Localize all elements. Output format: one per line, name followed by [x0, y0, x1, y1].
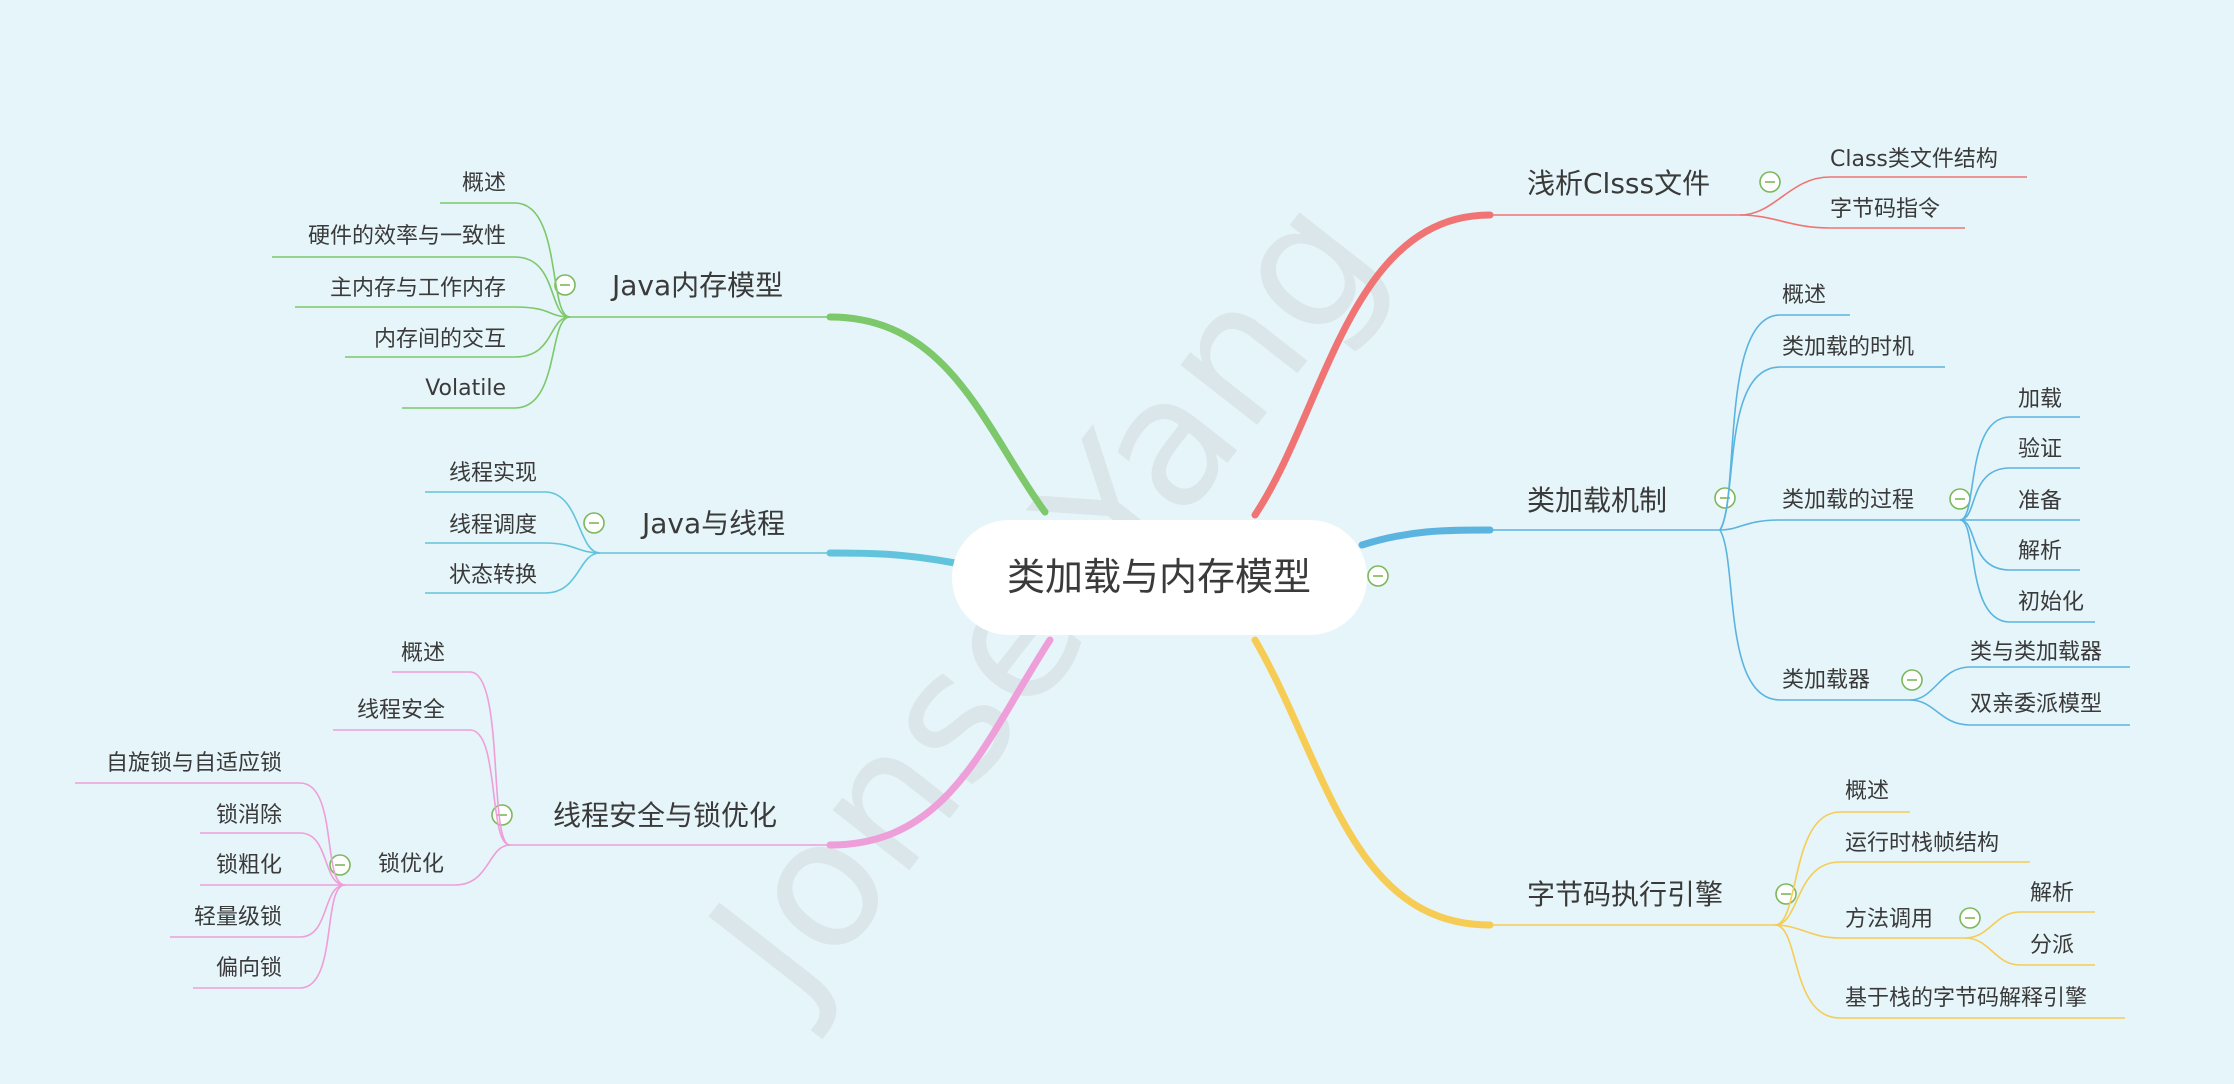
main-edge-thread-safety: [826, 636, 1054, 849]
branch-label-thread-safety[interactable]: 线程安全与锁优化: [553, 799, 777, 832]
leaf-cl-parent-delegation[interactable]: 双亲委派模型: [1970, 692, 2102, 717]
leaf-be-resolve[interactable]: 解析: [2030, 881, 2074, 906]
edge-ts-biased: [193, 884, 346, 989]
leaf-ts-eliminate[interactable]: 锁消除: [216, 803, 282, 828]
leaf-cl-init[interactable]: 初始化: [2018, 590, 2084, 615]
leaf-threads-schedule[interactable]: 线程调度: [449, 513, 537, 538]
leaf-be-frame[interactable]: 运行时栈帧结构: [1845, 831, 1999, 856]
leaf-ts-overview[interactable]: 概述: [401, 641, 445, 666]
leaf-cl-timing[interactable]: 类加载的时机: [1782, 335, 1914, 360]
edge-jmm-hardware: [272, 256, 571, 318]
edge-threads-schedule: [425, 542, 601, 554]
leaf-ts-biased[interactable]: 偏向锁: [216, 956, 282, 981]
branch-threads: Java与线程 线程实现 线程调度 状态转换: [425, 461, 959, 594]
collapse-toggle-be-invoke[interactable]: [1959, 907, 1981, 929]
edge-ts-spin: [75, 782, 346, 886]
main-edge-class-file: [1251, 211, 1494, 519]
branch-label-class-file[interactable]: 浅析Clsss文件: [1527, 167, 1710, 200]
branch-jmm: Java内存模型 概述 硬件的效率与一致性 主内存与工作内存 内存间的交互 Vo…: [272, 171, 1049, 516]
edge-cl-process: [1719, 519, 1960, 531]
leaf-class-file-structure[interactable]: Class类文件结构: [1830, 147, 1998, 172]
leaf-cl-resolve[interactable]: 解析: [2018, 539, 2062, 564]
branch-label-jmm[interactable]: Java内存模型: [610, 269, 783, 302]
edge-jmm-interaction: [345, 316, 571, 358]
edge-class-file-structure: [1739, 176, 2027, 216]
leaf-threads-state[interactable]: 状态转换: [449, 563, 537, 588]
edge-cl-class-and-loader: [1909, 666, 2130, 701]
leaf-jmm-hardware[interactable]: 硬件的效率与一致性: [308, 224, 506, 249]
collapse-toggle-class-loading[interactable]: [1714, 487, 1736, 509]
leaf-cl-load[interactable]: 加载: [2018, 387, 2062, 412]
leaf-jmm-volatile[interactable]: Volatile: [425, 376, 506, 401]
leaf-cl-class-and-loader[interactable]: 类与类加载器: [1970, 640, 2102, 665]
collapse-toggle-class-file[interactable]: [1759, 171, 1781, 193]
edge-cl-loader: [1719, 529, 1910, 701]
collapse-toggle-root[interactable]: [1367, 565, 1389, 587]
edge-threads-impl: [425, 491, 601, 554]
edge-ts-lock-opt: [345, 844, 511, 886]
main-edge-bytecode-engine: [1251, 636, 1494, 929]
leaf-be-interp[interactable]: 基于栈的字节码解释引擎: [1845, 986, 2087, 1011]
edge-jmm-main-memory: [295, 306, 571, 318]
edge-cl-resolve: [1959, 519, 2080, 571]
branch-label-threads[interactable]: Java与线程: [640, 507, 785, 540]
node-cl-process[interactable]: 类加载的过程: [1782, 488, 1914, 513]
main-edge-threads: [826, 549, 959, 567]
root-label: 类加载与内存模型: [1007, 555, 1311, 599]
leaf-cl-verify[interactable]: 验证: [2018, 437, 2062, 462]
main-edge-class-loading: [1358, 526, 1494, 549]
leaf-be-overview[interactable]: 概述: [1845, 779, 1889, 804]
edge-be-overview: [1774, 811, 1910, 926]
edge-ts-lightweight: [170, 884, 346, 938]
leaf-cl-prepare[interactable]: 准备: [2018, 489, 2062, 514]
node-ts-lock-opt[interactable]: 锁优化: [378, 852, 444, 877]
edge-be-dispatch: [1964, 937, 2095, 966]
leaf-bytecode-instructions[interactable]: 字节码指令: [1830, 197, 1940, 222]
edge-jmm-volatile: [402, 316, 571, 409]
edge-cl-verify: [1959, 467, 2080, 521]
edge-ts-safety: [333, 729, 511, 846]
edge-bytecode-instructions: [1739, 214, 1965, 229]
edge-be-frame: [1774, 861, 2030, 926]
branch-class-file: 浅析Clsss文件 Class类文件结构 字节码指令: [1251, 147, 2027, 519]
leaf-jmm-overview[interactable]: 概述: [462, 171, 506, 196]
leaf-be-dispatch[interactable]: 分派: [2030, 933, 2074, 958]
edge-be-resolve: [1964, 911, 2095, 939]
edge-cl-init: [1959, 519, 2095, 623]
branch-label-bytecode-engine[interactable]: 字节码执行引擎: [1527, 878, 1723, 911]
branch-class-loading: 类加载机制 概述 类加载的时机 类加载的过程 加载 验证 准备 解析 初始化 类…: [1358, 283, 2130, 726]
edge-ts-overview: [392, 671, 511, 846]
edge-be-interp: [1774, 924, 2125, 1019]
branch-bytecode-engine: 字节码执行引擎 概述 运行时栈帧结构 方法调用 解析 分派 基于栈的字节码解释引…: [1251, 636, 2125, 1019]
leaf-jmm-main-memory[interactable]: 主内存与工作内存: [330, 276, 506, 301]
node-be-invoke[interactable]: 方法调用: [1845, 907, 1933, 932]
edge-jmm-overview: [440, 202, 571, 318]
edge-be-invoke: [1774, 924, 1965, 939]
leaf-ts-coarsen[interactable]: 锁粗化: [216, 853, 282, 878]
collapse-toggle-cl-loader[interactable]: [1901, 669, 1923, 691]
edge-threads-state: [425, 552, 601, 594]
branch-label-class-loading[interactable]: 类加载机制: [1527, 484, 1667, 517]
leaf-ts-spin[interactable]: 自旋锁与自适应锁: [106, 751, 282, 776]
collapse-toggle-jmm[interactable]: [554, 274, 576, 296]
edge-ts-eliminate: [200, 832, 346, 886]
branch-thread-safety: 线程安全与锁优化 概述 线程安全 锁优化 自旋锁与自适应锁 锁消除 锁粗化 轻量…: [75, 636, 1054, 989]
leaf-jmm-interaction[interactable]: 内存间的交互: [374, 327, 506, 352]
main-edge-jmm: [826, 313, 1049, 516]
leaf-threads-impl[interactable]: 线程实现: [449, 461, 537, 486]
collapse-toggle-threads[interactable]: [583, 512, 605, 534]
edge-cl-timing: [1719, 366, 1945, 531]
leaf-ts-safety[interactable]: 线程安全: [357, 698, 445, 723]
collapse-toggle-cl-process[interactable]: [1949, 488, 1971, 510]
node-cl-loader[interactable]: 类加载器: [1782, 668, 1870, 693]
root-node[interactable]: 类加载与内存模型: [952, 520, 1367, 635]
edge-cl-parent-delegation: [1909, 699, 2130, 726]
leaf-cl-overview[interactable]: 概述: [1782, 283, 1826, 308]
edge-cl-load: [1959, 416, 2080, 521]
leaf-ts-lightweight[interactable]: 轻量级锁: [194, 905, 282, 930]
collapse-toggle-ts-lock-opt[interactable]: [329, 854, 351, 876]
